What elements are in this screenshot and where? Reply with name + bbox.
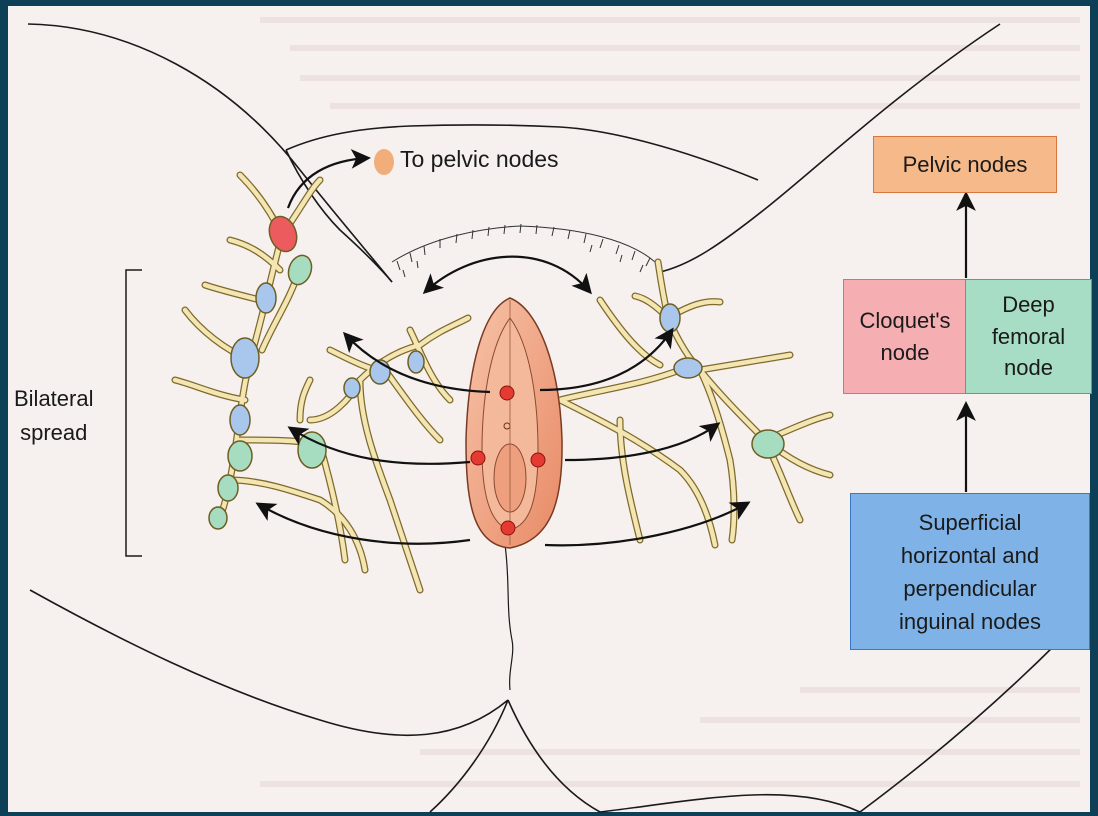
superficial-line-2: horizontal and [899,539,1041,572]
superficial-node-left-1 [256,283,276,313]
superficial-node-left-5 [344,378,360,398]
deep-femoral-node-left-3 [218,475,238,501]
superficial-node-right-2 [674,358,702,378]
deep-femoral-node-box: Deep femoral node [965,279,1092,394]
cloquet-node-box: Cloquet's node [843,279,967,394]
deep-femoral-line-1: Deep [992,289,1065,321]
bilateral-spread-line-1: Bilateral [14,382,93,416]
deep-femoral-node-left-4 [209,507,227,529]
pelvic-nodes-box: Pelvic nodes [873,136,1057,193]
superficial-line-1: Superficial [899,506,1041,539]
superficial-node-left-2 [231,338,259,378]
bilateral-spread-line-2: spread [14,416,93,450]
deep-femoral-node-right [752,430,784,458]
deep-femoral-node-left-2 [228,441,252,471]
deep-femoral-line-2: femoral [992,321,1065,353]
deep-femoral-line-3: node [992,352,1065,384]
superficial-line-3: perpendicular [899,572,1041,605]
lesion-marker-bottom [501,521,515,535]
cloquet-node-line-2: node [859,337,950,369]
superficial-line-4: inguinal nodes [899,605,1041,638]
to-pelvic-nodes-label: To pelvic nodes [400,146,559,173]
cloquet-node-line-1: Cloquet's [859,305,950,337]
bilateral-spread-label: Bilateral spread [14,382,93,450]
lesion-marker-top [500,386,514,400]
superficial-inguinal-nodes-box: Superficial horizontal and perpendicular… [850,493,1090,650]
superficial-node-left-6 [408,351,424,373]
pelvic-node-icon [374,149,394,175]
deep-femoral-node-left-5 [298,432,326,468]
lesion-marker-right [531,453,545,467]
lesion-marker-left [471,451,485,465]
superficial-node-right-1 [660,304,680,332]
superficial-node-left-3 [230,405,250,435]
pelvic-nodes-box-label: Pelvic nodes [903,149,1028,181]
